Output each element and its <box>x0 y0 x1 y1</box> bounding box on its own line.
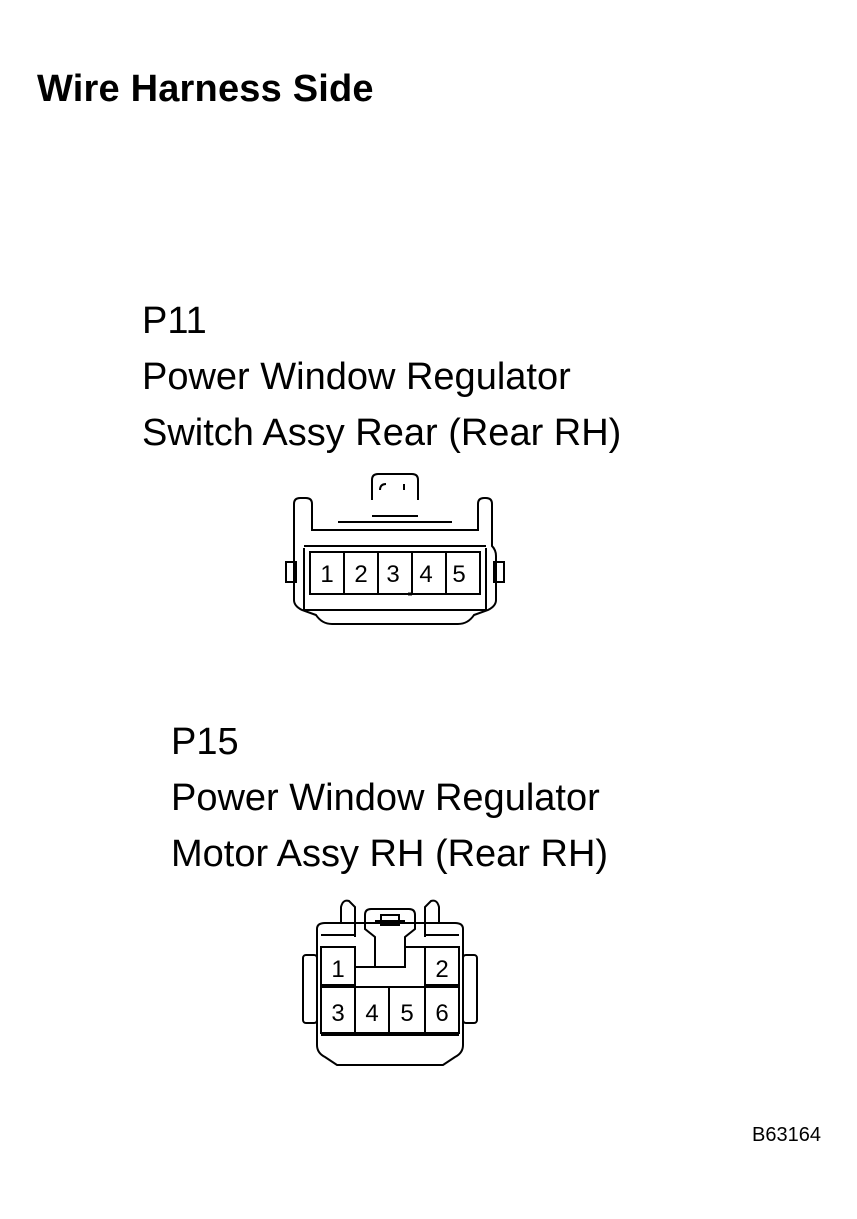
p15-right-tab <box>462 954 478 1024</box>
p11-latch <box>371 473 419 500</box>
p15-centre-latch <box>364 908 416 968</box>
connector-p11-name-line-1: Power Window Regulator <box>142 356 571 398</box>
connector-p11-id: P11 <box>142 300 207 342</box>
p11-pin-5: 5 <box>452 561 465 588</box>
p15-left-tab <box>302 954 318 1024</box>
connector-p11-diagram: 1 2 3 4 5 <box>285 473 505 625</box>
p15-left-lock-arm <box>340 899 356 937</box>
p11-right-tab <box>493 561 505 583</box>
p15-pin-2: 2 <box>435 956 448 983</box>
connector-p15-name-line-1: Power Window Regulator <box>171 777 600 819</box>
p11-housing <box>293 497 497 625</box>
p11-pin-4: 4 <box>419 561 432 588</box>
p15-pin-1: 1 <box>331 956 344 983</box>
p15-right-lock-arm <box>424 899 440 937</box>
connector-p15-label: P15 Power Window Regulator Motor Assy RH… <box>171 714 608 882</box>
p11-pin-1: 1 <box>320 561 333 588</box>
p11-pin-2: 2 <box>354 561 367 588</box>
p15-pin-3: 3 <box>331 1000 344 1027</box>
connector-p15-name-line-2: Motor Assy RH (Rear RH) <box>171 833 609 875</box>
page-title: Wire Harness Side <box>37 68 374 110</box>
connector-p11-label: P11 Power Window Regulator Switch Assy R… <box>142 293 621 461</box>
figure-code: B63164 <box>752 1124 821 1146</box>
connector-p15-id: P15 <box>171 721 239 763</box>
connector-p15-diagram: 1 2 3 4 5 6 <box>302 899 478 1066</box>
p11-left-tab <box>285 561 297 583</box>
p15-housing <box>316 922 464 1066</box>
p15-pin-4: 4 <box>365 1000 378 1027</box>
p11-pin-3: 3 <box>386 561 399 588</box>
connector-p11-name-line-2: Switch Assy Rear (Rear RH) <box>142 412 622 454</box>
p15-pin-6: 6 <box>435 1000 448 1027</box>
p15-pin-5: 5 <box>400 1000 413 1027</box>
